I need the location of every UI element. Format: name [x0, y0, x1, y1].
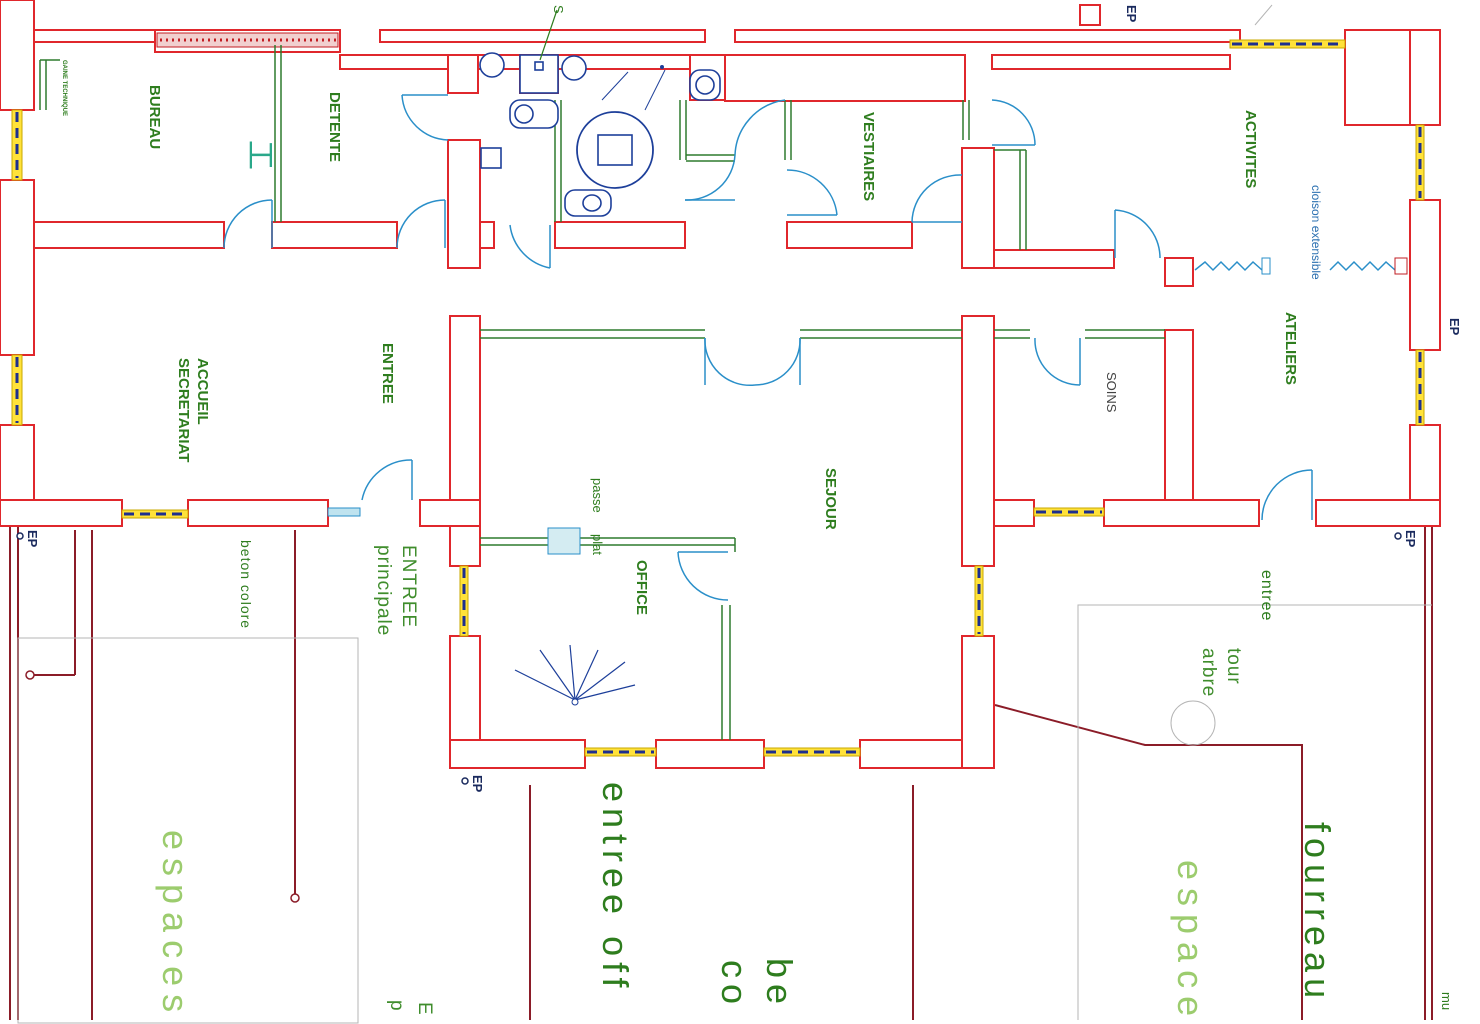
label-entree-principale-2: principale: [373, 545, 394, 636]
doors: [223, 94, 1313, 601]
label-vestiaires: VESTIAIRES: [860, 112, 877, 201]
label-entree-off: entree off: [595, 782, 636, 993]
label-beton-colore: beton colore: [238, 540, 254, 629]
label-plat: plat: [590, 534, 605, 555]
walls: [0, 0, 1441, 769]
s-marker-top: S: [551, 5, 566, 14]
label-mu-fragment: mu: [1439, 992, 1454, 1010]
ep-marker-right: EP: [1447, 318, 1462, 336]
hatched-strip: [156, 32, 339, 48]
label-entree-principale-1: ENTREE: [398, 545, 419, 628]
label-bureau: BUREAU: [146, 85, 163, 149]
label-activites: ACTIVITES: [1242, 110, 1259, 188]
label-detente: DETENTE: [326, 92, 343, 162]
label-p-fragment: p: [386, 1000, 407, 1012]
outside-labels: beton colore ENTREE principale entree to…: [155, 540, 1454, 1024]
label-tour: tour: [1223, 648, 1244, 685]
label-accueil: ACCUEIL: [194, 358, 211, 425]
label-secretariat: SECRETARIAT: [175, 358, 192, 462]
label-espace-right: espace: [1170, 860, 1211, 1024]
ep-marker-lower-right: EP: [1403, 530, 1418, 548]
label-e-fragment: E: [414, 1002, 435, 1016]
label-fourreau: fourreau: [1297, 822, 1338, 1004]
site-lines: [9, 4, 1433, 1024]
room-labels: BUREAU GAINE TECHNIQUE DETENTE VESTIAIRE…: [61, 60, 1323, 615]
label-cloison-extensible: cloison extensible: [1309, 185, 1323, 280]
handwritten-mark: 工: [242, 140, 277, 170]
ep-marker-top: EP: [1124, 5, 1139, 23]
label-soins: SOINS: [1104, 372, 1119, 413]
windows: [11, 39, 1425, 757]
label-espaces-left: espaces: [155, 830, 196, 1020]
label-entree: ENTREE: [379, 343, 396, 404]
label-co: co: [714, 960, 755, 1010]
ep-marker-bottom: EP: [470, 775, 485, 793]
label-passe: passe: [590, 478, 605, 513]
label-gaine-technique: GAINE TECHNIQUE: [61, 60, 67, 116]
label-office: OFFICE: [633, 560, 650, 615]
label-arbre: arbre: [1198, 648, 1219, 697]
ep-markers: EP EP EP EP EP S: [16, 5, 1462, 793]
fixtures: [479, 9, 1408, 706]
label-ateliers: ATELIERS: [1282, 312, 1299, 385]
label-be: be: [759, 958, 800, 1010]
label-sejour: SEJOUR: [822, 468, 839, 530]
ep-marker-left: EP: [25, 530, 40, 548]
label-entree-small: entree: [1258, 570, 1275, 621]
